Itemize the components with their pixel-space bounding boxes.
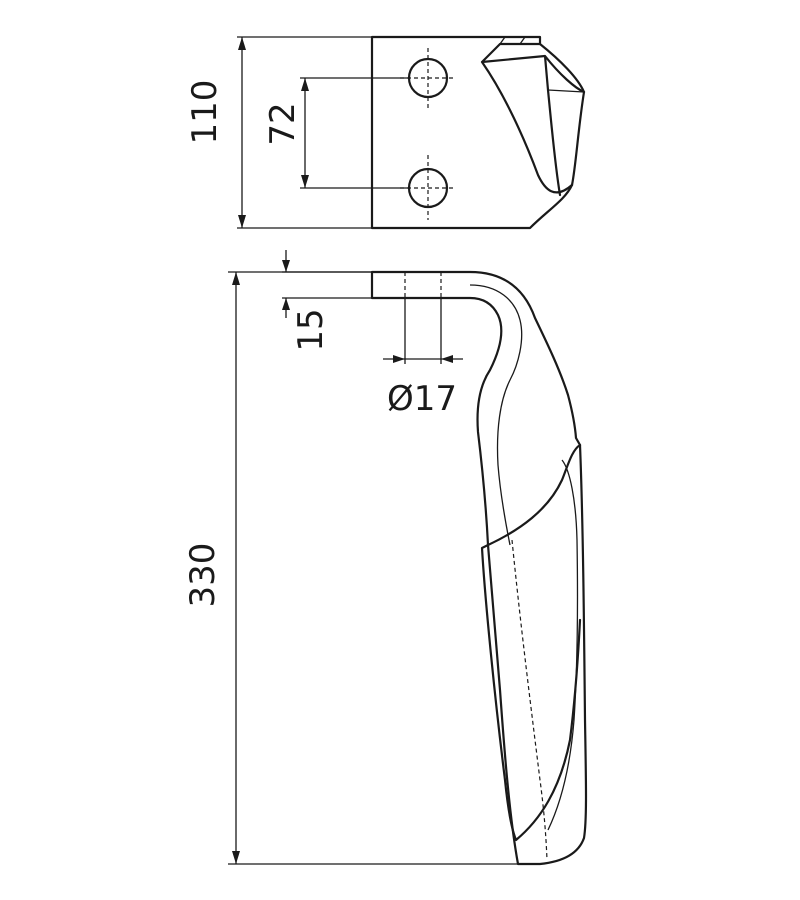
blade-outline (370, 270, 588, 866)
plate-outline (370, 35, 586, 230)
upper-hole (400, 48, 456, 110)
dimension-72: 72 (263, 77, 410, 189)
dimension-15: 15 (282, 250, 372, 352)
blade-wing (480, 443, 582, 842)
blade-wing-edge (547, 459, 579, 831)
hidden-line (511, 539, 548, 861)
flange-inner-curve (469, 284, 523, 546)
dim-label-diameter: Ø17 (387, 379, 457, 419)
side-view: 330 15 Ø17 (183, 250, 588, 866)
dim-label-72: 72 (263, 102, 303, 145)
blade-tip-top (480, 42, 586, 197)
dim-label-110: 110 (185, 80, 225, 145)
flange-hole-hidden (404, 272, 442, 298)
dimension-330: 330 (183, 271, 518, 865)
dim-label-15: 15 (291, 308, 331, 351)
dimension-diameter-17: Ø17 (383, 298, 463, 419)
blade-tip-edge (499, 36, 585, 93)
dimension-110: 110 (185, 36, 372, 229)
top-view: 110 72 (185, 35, 586, 230)
dim-label-330: 330 (183, 543, 223, 608)
